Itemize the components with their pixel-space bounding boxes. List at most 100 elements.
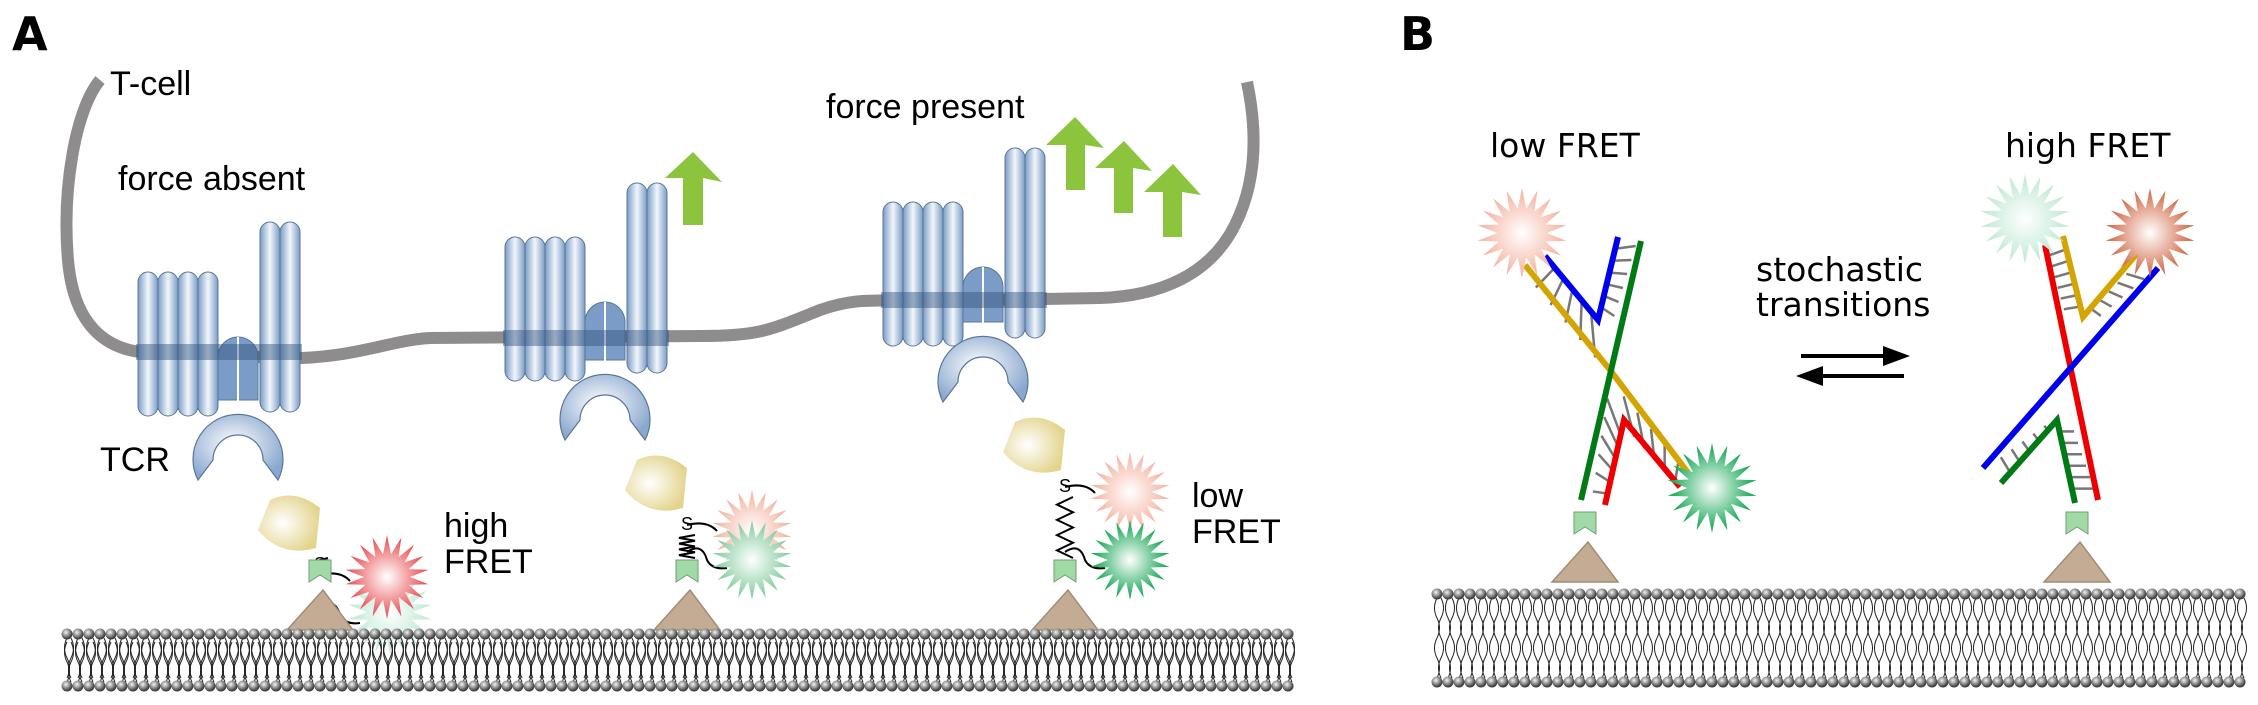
lipid-head: [600, 680, 612, 692]
lipid-head: [402, 680, 414, 692]
lipid-tail: [1966, 597, 1972, 639]
lipid-head: [1238, 680, 1250, 692]
lipid-head: [1640, 676, 1652, 688]
lipid-head: [237, 628, 249, 640]
lipid-tail: [101, 641, 107, 683]
holliday-junction-low-fret: [1477, 188, 1757, 583]
lipid-head: [1106, 628, 1118, 640]
lipid-tail: [1102, 641, 1108, 683]
lipid-head: [666, 628, 678, 640]
biotin-tag: [675, 559, 699, 583]
lipid-head: [358, 680, 370, 692]
lipid-head: [303, 628, 315, 640]
lipid-head: [1728, 676, 1740, 688]
lipid-head: [765, 628, 777, 640]
lipid-head: [391, 628, 403, 640]
lipid-tail: [1911, 637, 1917, 679]
lipid-head: [512, 628, 524, 640]
cd3-subunit: [942, 201, 964, 347]
lipid-head: [1838, 676, 1850, 688]
lipid-tail: [970, 641, 976, 683]
lipid-head: [1194, 680, 1206, 692]
lipid-head: [2069, 676, 2081, 688]
lipid-tail: [1977, 637, 1983, 679]
lipid-head: [413, 628, 425, 640]
lipid-head: [2025, 588, 2037, 600]
lipid-tail: [1647, 637, 1653, 679]
lipid-tail: [2032, 637, 2038, 679]
lipid-head: [314, 680, 326, 692]
lipid-head: [622, 680, 634, 692]
lipid-head: [996, 628, 1008, 640]
lipid-head: [1959, 676, 1971, 688]
lipid-tail: [2241, 597, 2247, 639]
lipid-tail: [1548, 637, 1554, 679]
lipid-tail: [1812, 637, 1818, 679]
lipid-tail: [145, 641, 151, 683]
dna-strand: [1578, 240, 1644, 501]
lipid-tail: [277, 641, 283, 683]
lipid-head: [1574, 588, 1586, 600]
lipid-head: [1475, 588, 1487, 600]
lipid-tail: [981, 641, 987, 683]
lipid-head: [105, 628, 117, 640]
lipid-head: [1431, 588, 1443, 600]
lipid-tail: [992, 641, 998, 683]
lipid-head: [2003, 588, 2015, 600]
lipid-head: [1717, 676, 1729, 688]
lipid-tail: [695, 641, 701, 683]
lipid-head: [1453, 588, 1465, 600]
lipid-tail: [651, 641, 657, 683]
lipid-head: [710, 628, 722, 640]
lipid-head: [215, 628, 227, 640]
lipid-head: [732, 628, 744, 640]
lipid-head: [281, 628, 293, 640]
lipid-head: [1651, 588, 1663, 600]
lipid-tail: [1526, 597, 1532, 639]
lipid-head: [2146, 676, 2158, 688]
lipid-head: [1117, 628, 1129, 640]
lipid-tail: [2131, 597, 2137, 639]
lipid-head: [2102, 676, 2114, 688]
lipid-tail: [574, 641, 580, 683]
lipid-tail: [1669, 637, 1675, 679]
lipid-head: [1084, 680, 1096, 692]
lipid-head: [897, 628, 909, 640]
dna-strand: [1998, 413, 2078, 504]
panel-a-label: A: [12, 7, 48, 61]
lipid-tail: [1113, 641, 1119, 683]
lipid-head: [1783, 588, 1795, 600]
lipid-head: [1497, 676, 1509, 688]
lipid-tail: [871, 641, 877, 683]
lipid-head: [589, 628, 601, 640]
lipid-head: [787, 628, 799, 640]
lipid-head: [952, 680, 964, 692]
lipid-tail: [1581, 597, 1587, 639]
lipid-head: [1431, 676, 1443, 688]
lipid-head: [809, 628, 821, 640]
lipid-head: [2234, 588, 2246, 600]
lipid-head: [1904, 676, 1916, 688]
base-pair: [2063, 305, 2081, 311]
lipid-tail: [860, 641, 866, 683]
force-arrow-icon: [1144, 164, 1201, 237]
lipid-head: [226, 628, 238, 640]
lipid-head: [1739, 676, 1751, 688]
lipid-tail: [1658, 597, 1664, 639]
holliday-junction-high-fret: [1980, 174, 2195, 583]
lipid-head: [83, 628, 95, 640]
lipid-head: [743, 680, 755, 692]
lipid-head: [2168, 588, 2180, 600]
lipid-head: [1926, 676, 1938, 688]
pmhc-ligand: [625, 455, 687, 511]
lipid-head: [622, 628, 634, 640]
lipid-head: [490, 680, 502, 692]
lipid-head: [1541, 676, 1553, 688]
lipid-head: [116, 628, 128, 640]
lipid-head: [149, 628, 161, 640]
lipid-head: [754, 628, 766, 640]
lipid-tail: [1999, 637, 2005, 679]
lipid-tail: [1757, 637, 1763, 679]
lipid-head: [985, 628, 997, 640]
lipid-head: [347, 628, 359, 640]
